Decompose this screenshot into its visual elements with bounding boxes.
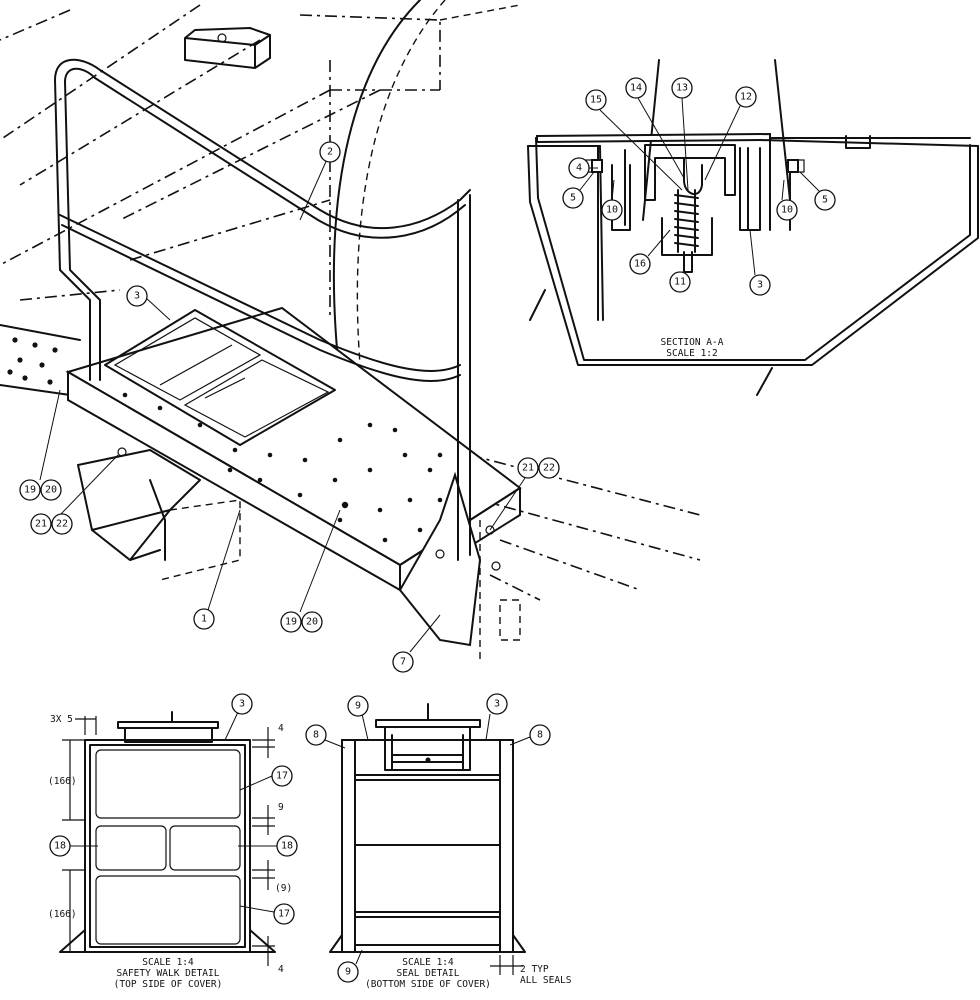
section-scale: SCALE 1:2	[666, 348, 717, 359]
seal-scale: SCALE 1:4	[402, 957, 454, 968]
svg-text:8: 8	[313, 730, 319, 741]
svg-text:3: 3	[494, 699, 500, 710]
svg-text:21: 21	[522, 463, 534, 474]
svg-text:5: 5	[570, 193, 576, 204]
seal-detail-balloons: 9 3 8 8 9	[305, 693, 551, 983]
balloon-22-right: 22	[538, 457, 560, 479]
walk-detail-balloons: 3 17 18 18 17	[49, 693, 298, 925]
balloon-7: 7	[392, 651, 414, 673]
balloon-14: 14	[625, 77, 647, 99]
balloon-3-section: 3	[749, 274, 771, 296]
balloon-3-seal: 3	[486, 693, 508, 715]
balloon-1: 1	[193, 608, 215, 630]
svg-text:22: 22	[56, 519, 68, 530]
svg-text:11: 11	[674, 277, 686, 288]
dim-bottom-gap: 4	[278, 964, 284, 975]
svg-text:1: 1	[201, 614, 207, 625]
svg-text:20: 20	[45, 485, 57, 496]
balloon-16: 16	[629, 253, 651, 275]
balloon-8-right: 8	[529, 724, 551, 746]
seal-subtitle: (BOTTOM SIDE OF COVER)	[365, 979, 491, 990]
svg-text:3: 3	[757, 280, 763, 291]
dim-mid-gap-ref: (9)	[275, 883, 292, 894]
svg-text:18: 18	[54, 841, 66, 852]
dim-mid-gap: 9	[278, 802, 284, 813]
walk-title: SAFETY WALK DETAIL	[117, 968, 220, 979]
svg-text:9: 9	[345, 967, 351, 978]
svg-text:7: 7	[400, 657, 406, 668]
svg-text:20: 20	[306, 617, 318, 628]
dim-top-height: (166)	[48, 776, 77, 787]
svg-text:10: 10	[606, 205, 618, 216]
balloon-21-right: 21	[517, 457, 539, 479]
svg-text:4: 4	[576, 163, 582, 174]
balloon-17-bottom: 17	[273, 903, 295, 925]
balloon-10-right: 10	[776, 199, 798, 221]
svg-text:14: 14	[630, 83, 642, 94]
balloon-3-walk: 3	[231, 693, 253, 715]
svg-text:17: 17	[276, 771, 288, 782]
svg-text:19: 19	[24, 485, 36, 496]
balloon-5-left: 5	[562, 187, 584, 209]
safety-walk-detail: 3X 5 (166) (166) 4 9 (9) 4 SCALE 1:4 SAF…	[48, 711, 292, 990]
balloon-18-left: 18	[49, 835, 71, 857]
balloon-22-left: 22	[51, 513, 73, 535]
balloon-15: 15	[585, 89, 607, 111]
svg-text:19: 19	[285, 617, 297, 628]
svg-text:18: 18	[281, 841, 293, 852]
balloon-3: 3	[126, 285, 148, 307]
section-balloons: 4 5 10 10 5 15 14 13 12 16 11 3	[562, 77, 836, 296]
balloon-21-left: 21	[30, 513, 52, 535]
section-a-a-view: SECTION A-A SCALE 1:2	[527, 59, 979, 396]
section-title: SECTION A-A	[661, 337, 724, 348]
walk-subtitle: (TOP SIDE OF COVER)	[114, 979, 223, 990]
svg-text:16: 16	[634, 259, 646, 270]
balloon-20-left: 20	[40, 479, 62, 501]
svg-text:8: 8	[537, 730, 543, 741]
balloon-9-bottom: 9	[337, 961, 359, 983]
balloon-19-left: 19	[19, 479, 41, 501]
svg-text:9: 9	[355, 701, 361, 712]
balloon-4: 4	[568, 157, 590, 179]
seal-title: SEAL DETAIL	[397, 968, 460, 979]
svg-text:15: 15	[590, 95, 602, 106]
main-view-balloons: 2 3 19 20 21 22 1 19 20 7 21 22	[19, 141, 560, 673]
dim-offset: 3X 5	[50, 714, 73, 725]
svg-text:17: 17	[278, 909, 290, 920]
walk-scale: SCALE 1:4	[142, 957, 194, 968]
dim-bottom-height: (166)	[48, 909, 77, 920]
spring	[674, 189, 699, 253]
svg-text:12: 12	[740, 92, 752, 103]
seal-note-all: ALL SEALS	[520, 975, 572, 986]
balloon-5-right: 5	[814, 189, 836, 211]
balloon-17-top: 17	[271, 765, 293, 787]
balloon-9-top: 9	[347, 695, 369, 717]
svg-text:3: 3	[239, 699, 245, 710]
balloon-12: 12	[735, 86, 757, 108]
svg-text:21: 21	[35, 519, 47, 530]
balloon-2: 2	[319, 141, 341, 163]
svg-text:22: 22	[543, 463, 555, 474]
svg-text:5: 5	[822, 195, 828, 206]
balloon-19-mid: 19	[280, 611, 302, 633]
svg-text:2: 2	[327, 147, 333, 158]
seal-detail: SCALE 1:4 SEAL DETAIL (BOTTOM SIDE OF CO…	[329, 703, 572, 990]
svg-text:10: 10	[781, 205, 793, 216]
balloon-8-left: 8	[305, 724, 327, 746]
balloon-11: 11	[669, 271, 691, 293]
balloon-20-mid: 20	[301, 611, 323, 633]
isometric-platform-view	[0, 0, 701, 660]
balloon-18-right: 18	[276, 835, 298, 857]
seal-note-typ: 2 TYP	[520, 964, 549, 975]
svg-text:13: 13	[676, 83, 688, 94]
balloon-10-left: 10	[601, 199, 623, 221]
balloon-13: 13	[671, 77, 693, 99]
svg-text:3: 3	[134, 291, 140, 302]
dim-top-gap: 4	[278, 723, 284, 734]
